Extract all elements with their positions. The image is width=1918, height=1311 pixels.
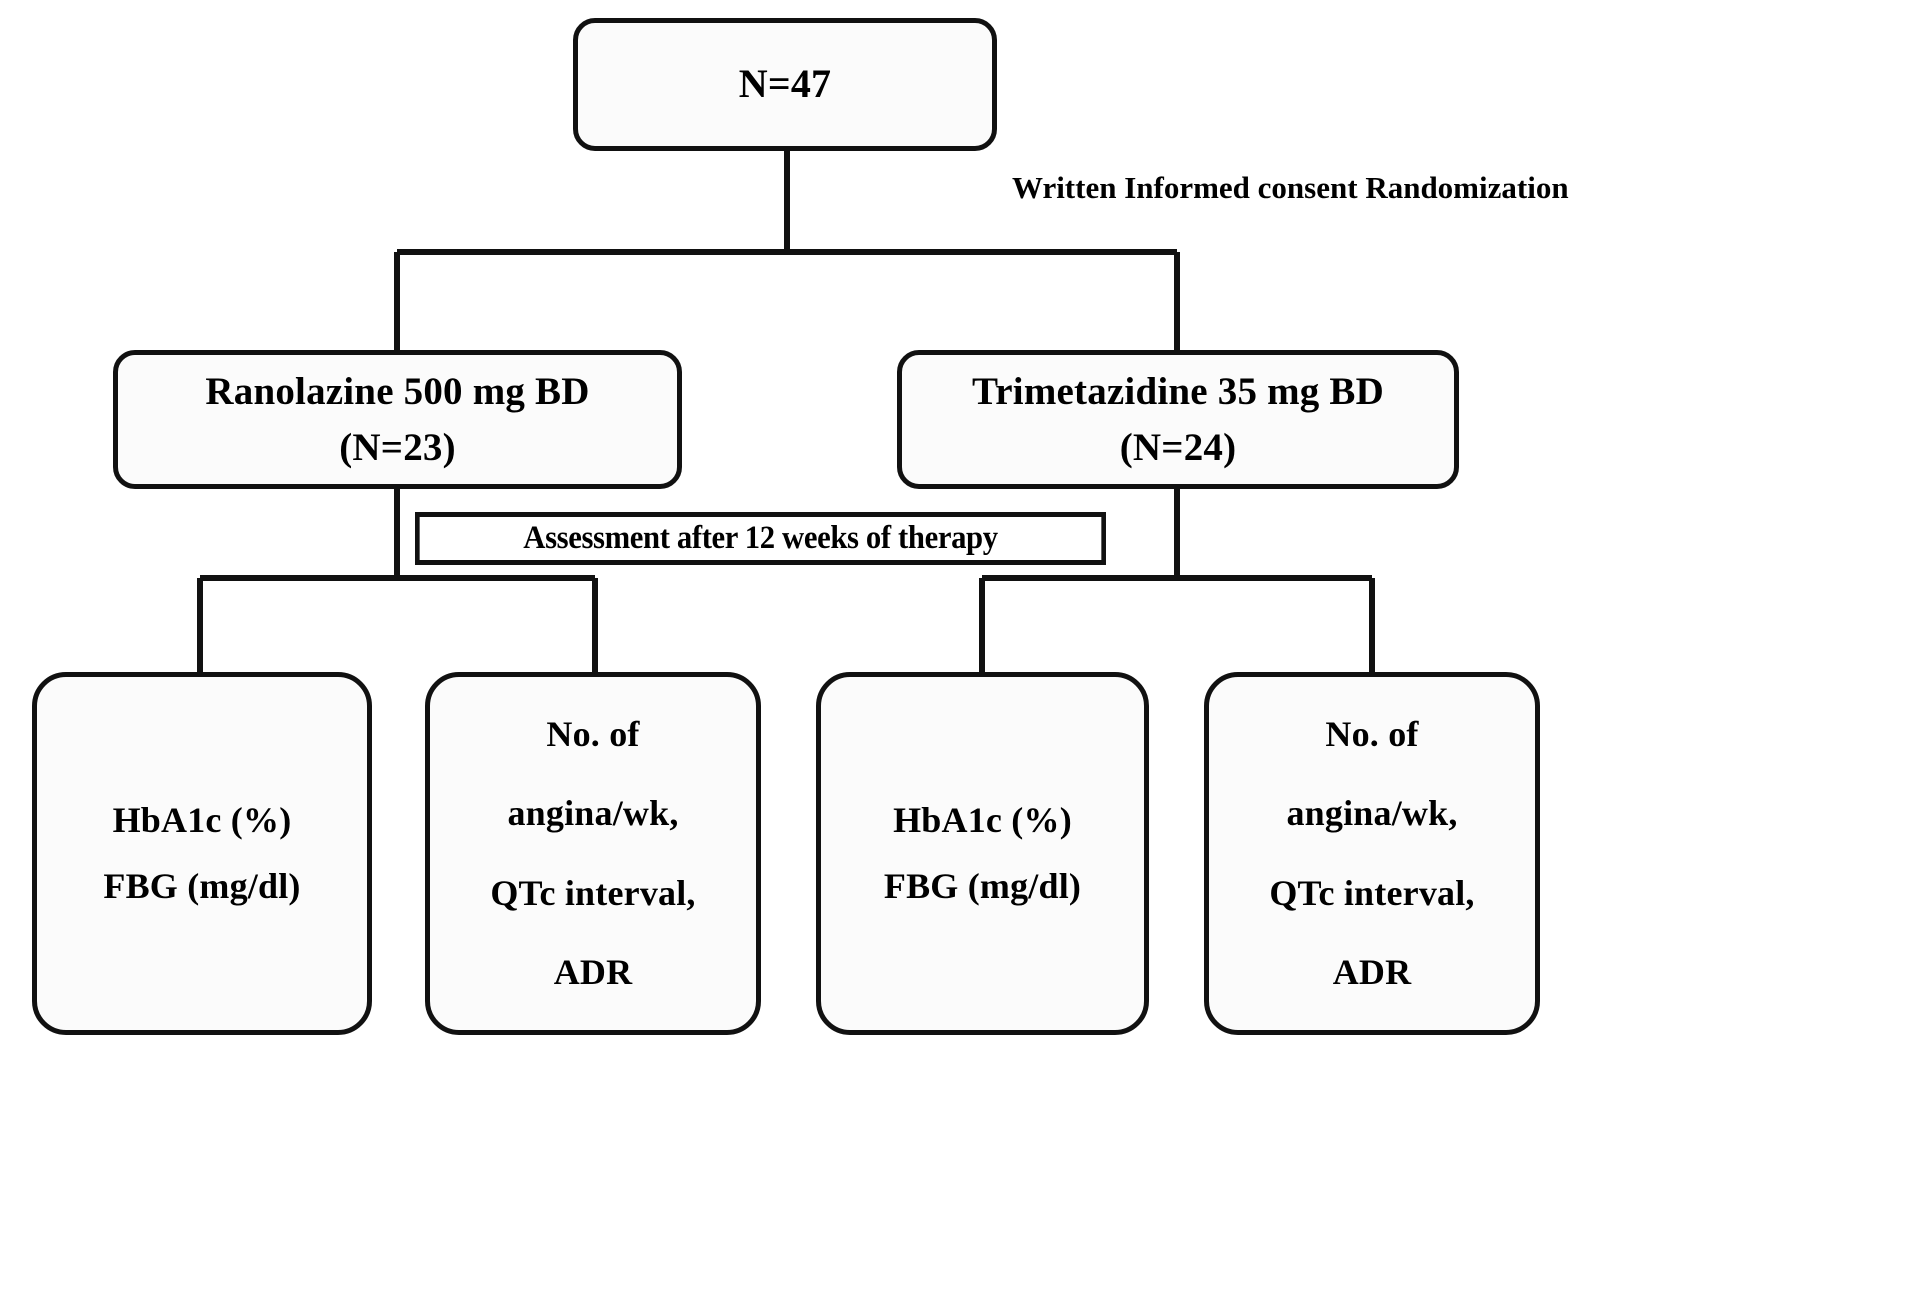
node-outcome-trimetazidine-clinical-line-2: angina/wk, (1286, 793, 1458, 834)
node-outcome-ranolazine-metabolic-line-1: HbA1c (%) (112, 800, 292, 841)
node-outcome-ranolazine-clinical-line-1: No. of (546, 714, 640, 755)
node-arm-trimetazidine-line-2: (N=24) (1119, 425, 1237, 469)
node-arm-trimetazidine-line-1: Trimetazidine 35 mg BD (971, 370, 1385, 414)
node-outcome-trimetazidine-clinical-line-4: ADR (1332, 951, 1412, 992)
node-outcome-trimetazidine-clinical-line-3: QTc interval, (1269, 872, 1475, 913)
node-outcome-ranolazine-clinical-line-4: ADR (553, 951, 633, 992)
node-assessment-line-1: Assessment after 12 weeks of therapy (523, 520, 998, 557)
node-outcome-ranolazine-clinical-line-3: QTc interval, (490, 872, 696, 913)
node-outcome-trimetazidine-clinical-line-1: No. of (1325, 714, 1419, 755)
node-outcome-trimetazidine-metabolic-line-1: HbA1c (%) (893, 800, 1072, 841)
node-outcome-ranolazine-clinical-line-2: angina/wk, (507, 793, 679, 834)
node-outcome-trimetazidine-metabolic: HbA1c (%) FBG (mg/dl) (816, 672, 1149, 1035)
node-outcome-ranolazine-clinical: No. of angina/wk, QTc interval, ADR (425, 672, 761, 1035)
node-enrolled: N=47 (573, 18, 997, 151)
node-assessment: Assessment after 12 weeks of therapy (415, 512, 1106, 565)
node-arm-ranolazine-line-1: Ranolazine 500 mg BD (205, 370, 590, 414)
node-arm-ranolazine: Ranolazine 500 mg BD (N=23) (113, 350, 682, 489)
node-arm-trimetazidine: Trimetazidine 35 mg BD (N=24) (897, 350, 1459, 489)
node-outcome-trimetazidine-clinical: No. of angina/wk, QTc interval, ADR (1204, 672, 1540, 1035)
node-enrolled-line-1: N=47 (738, 61, 832, 107)
edge-label-randomization: Written Informed consent Randomization (1012, 168, 1569, 209)
edge-label-randomization-line-2: Randomization (1365, 170, 1569, 205)
node-outcome-ranolazine-metabolic-line-2: FBG (mg/dl) (103, 865, 301, 906)
edge-label-randomization-line-1: Written Informed consent (1012, 170, 1358, 205)
node-outcome-trimetazidine-metabolic-line-2: FBG (mg/dl) (883, 865, 1082, 906)
node-outcome-ranolazine-metabolic: HbA1c (%) FBG (mg/dl) (32, 672, 372, 1035)
node-arm-ranolazine-line-2: (N=23) (339, 425, 456, 469)
